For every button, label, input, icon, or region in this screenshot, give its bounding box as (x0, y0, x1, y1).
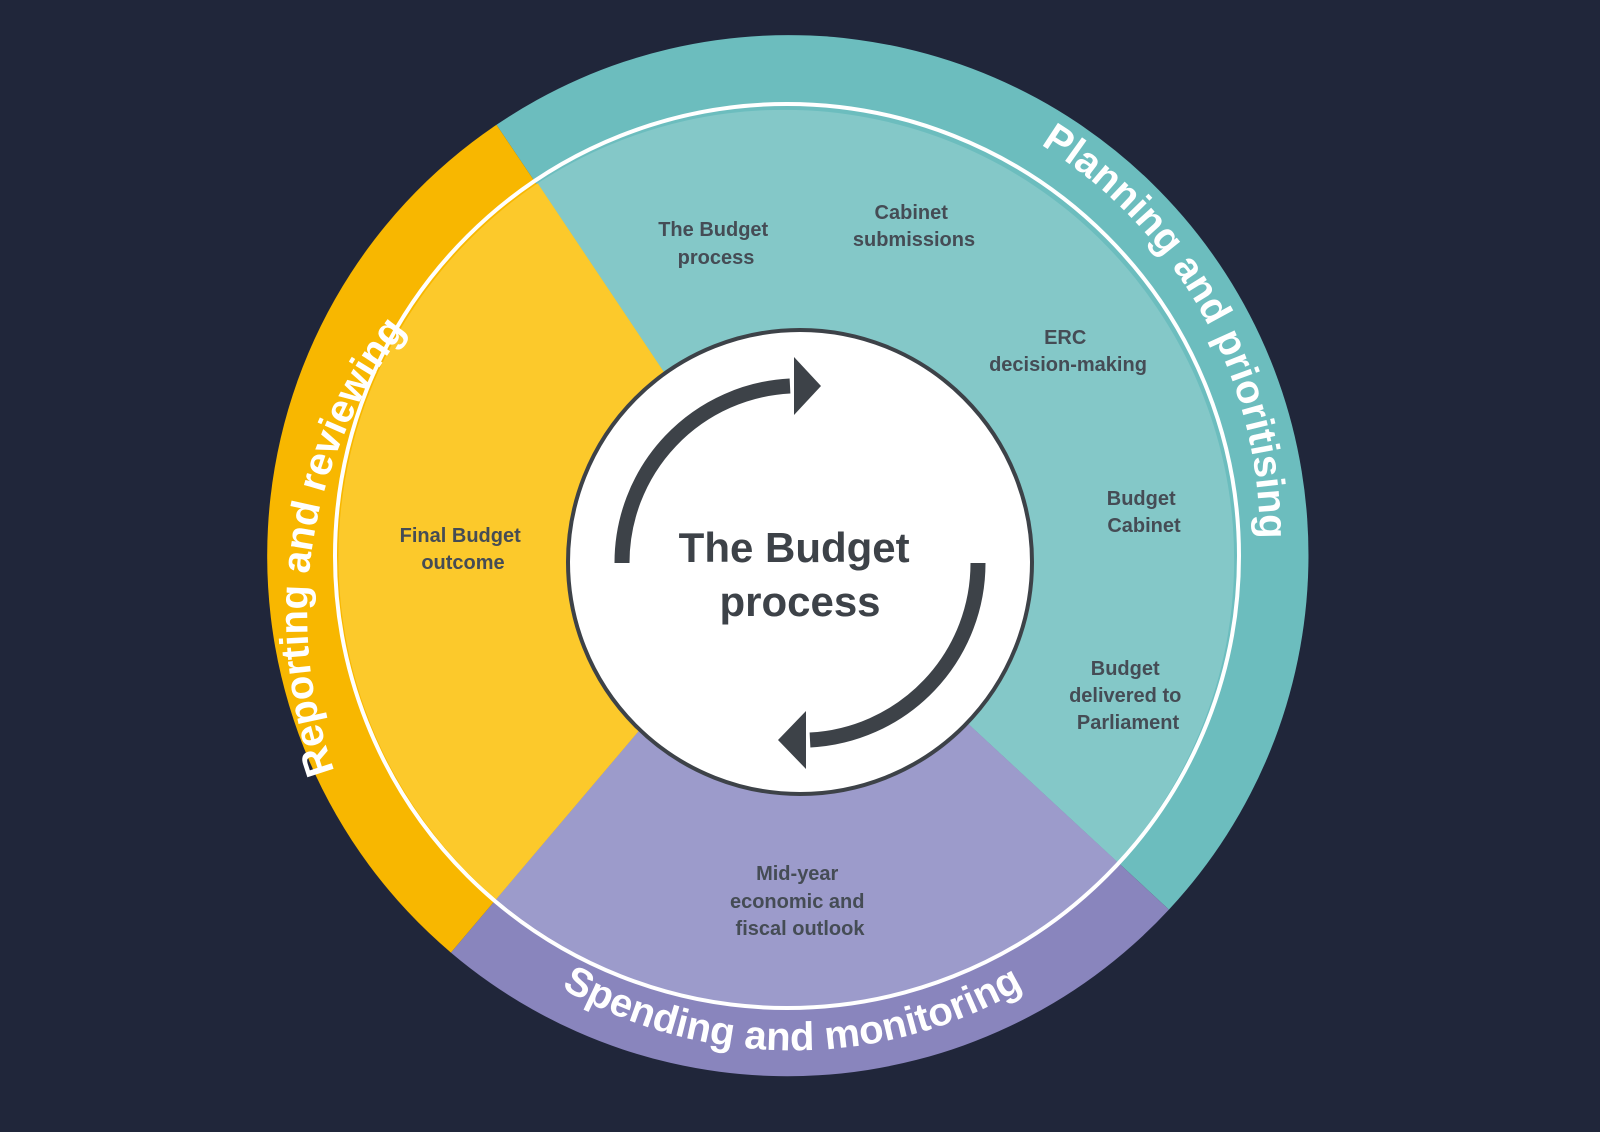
stage-cabinet-submissions: Cabinet submissions (853, 202, 975, 251)
center-disc (566, 328, 1034, 796)
stage-mid-year-outlook: Mid-year economic and fiscal outlook (730, 863, 870, 940)
stage-erc-decision-making: ERC decision-making (989, 327, 1147, 376)
cycle-arrow-bottom-head-icon (778, 711, 806, 769)
cycle-arrow-top-icon (614, 378, 791, 564)
divider-ring (333, 102, 1241, 1010)
stage-budget-cabinet: Budget Cabinet (1107, 488, 1181, 537)
center-title: The Budget process (679, 524, 922, 625)
stage-final-budget-outcome: Final Budget outcome (400, 525, 527, 574)
stage-budget-delivered: Budget delivered to Parliament (1069, 658, 1187, 734)
cycle-arrow-top-head-icon (794, 357, 821, 415)
cycle-arrow-bottom-icon (809, 562, 986, 748)
reporting-inner-sector (338, 183, 787, 900)
stage-budget-process: The Budget process (658, 219, 774, 269)
